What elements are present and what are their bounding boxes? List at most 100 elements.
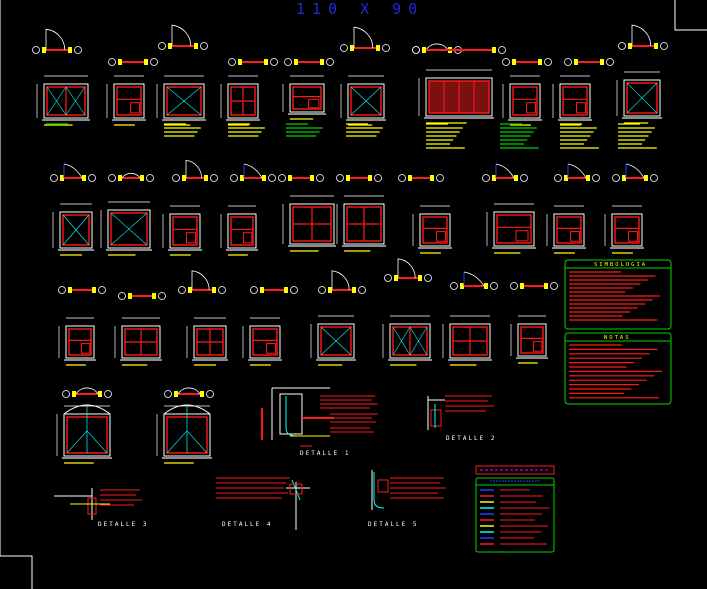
opening-line <box>46 86 67 116</box>
wall-jamb <box>68 287 72 293</box>
wall-jamb <box>408 175 412 181</box>
grid-bubble <box>592 174 600 182</box>
grid-bubble <box>498 46 506 54</box>
opening-line <box>166 86 202 116</box>
wall-jamb <box>68 47 72 53</box>
wall-jamb <box>174 391 178 397</box>
window-elevation <box>604 205 644 254</box>
window-plan-symbol <box>318 270 366 294</box>
grid-bubble <box>374 174 382 182</box>
wall-jamb <box>538 59 542 65</box>
grid-bubble <box>172 174 180 182</box>
window-plan-symbol <box>412 43 462 54</box>
window-elevation <box>310 315 356 366</box>
window-vent <box>130 102 140 114</box>
grid-bubble <box>660 42 668 50</box>
wall-jamb <box>260 287 264 293</box>
window-sash <box>252 328 278 356</box>
wall-jamb <box>92 287 96 293</box>
wall-jamb <box>118 175 122 181</box>
window-elevations-group <box>36 69 662 464</box>
window-elevation <box>510 315 548 364</box>
grid-bubble <box>228 58 236 66</box>
wall-jamb <box>204 175 208 181</box>
opening-line <box>166 430 188 454</box>
window-elevation <box>186 317 228 366</box>
grid-bubble <box>412 46 420 54</box>
wall-jamb <box>328 287 332 293</box>
grid-bubble <box>490 282 498 290</box>
window-vent <box>186 232 196 244</box>
window-elevation <box>220 205 258 256</box>
grid-bubble <box>150 58 158 66</box>
wall-jamb <box>512 59 516 65</box>
grid-bubble <box>108 58 116 66</box>
window-frame <box>59 211 93 249</box>
window-frame <box>107 209 151 249</box>
window-plan-symbol <box>32 28 82 54</box>
detail-2-drawing <box>427 395 494 430</box>
window-vent <box>526 102 536 114</box>
detail-3-label: DETALLE 3 <box>98 521 149 528</box>
window-frame <box>227 213 257 249</box>
grid-bubble <box>436 174 444 182</box>
window-plan-symbol <box>284 58 334 66</box>
window-vent <box>308 98 320 109</box>
window-sash <box>68 328 92 356</box>
grid-bubble <box>270 58 278 66</box>
swing-arc <box>121 172 141 179</box>
window-plan-symbol <box>250 286 298 294</box>
swing-arc <box>631 24 652 47</box>
wall-jamb <box>376 45 380 51</box>
wall-jamb <box>152 293 156 299</box>
window-elevation <box>156 75 206 126</box>
notas-panel <box>564 332 672 405</box>
grid-bubble <box>340 44 348 52</box>
grid-bubble <box>520 174 528 182</box>
window-elevation <box>412 205 452 254</box>
window-plan-symbol <box>172 159 218 182</box>
window-vent <box>532 341 543 352</box>
wall-jamb <box>460 283 464 289</box>
grid-bubble <box>98 286 106 294</box>
wall-jamb <box>128 293 132 299</box>
wall-jamb <box>98 391 102 397</box>
window-elevation <box>114 317 162 366</box>
window-sash <box>556 216 582 244</box>
grid-bubble <box>278 174 286 182</box>
notas-title: NOTAS <box>604 335 631 341</box>
wall-jamb <box>264 59 268 65</box>
window-plan-symbols-group <box>32 24 668 398</box>
window-frame <box>227 83 259 119</box>
window-plan-symbol <box>178 270 226 294</box>
window-frame <box>389 323 431 359</box>
window-elevation <box>336 195 386 252</box>
swing-arc <box>75 387 99 395</box>
swing-arc <box>567 163 587 179</box>
window-sash <box>62 214 90 246</box>
swing-arc <box>243 163 263 179</box>
swing-arc <box>177 387 201 395</box>
window-plan-symbol <box>108 58 158 66</box>
grid-bubble <box>618 42 626 50</box>
grid-bubble <box>544 58 552 66</box>
window-elevation <box>502 75 542 126</box>
grid-bubble <box>230 174 238 182</box>
arch-top <box>63 404 111 415</box>
window-elevation <box>58 317 96 366</box>
wall-jamb <box>118 59 122 65</box>
wall-jamb <box>492 47 496 53</box>
wall-jamb <box>60 175 64 181</box>
swing-arc <box>425 43 449 51</box>
window-plan-symbol <box>158 24 208 50</box>
grid-bubble <box>290 286 298 294</box>
window-frame <box>509 83 541 119</box>
window-frame <box>449 323 491 359</box>
detail-2-label: DETALLE 2 <box>446 435 497 442</box>
grid-bubble <box>158 42 166 50</box>
wall-jamb <box>238 59 242 65</box>
window-elevation <box>486 203 536 254</box>
detail-5-label: DETALLE 5 <box>368 521 419 528</box>
wall-jamb <box>422 47 426 53</box>
window-sash <box>626 82 658 114</box>
